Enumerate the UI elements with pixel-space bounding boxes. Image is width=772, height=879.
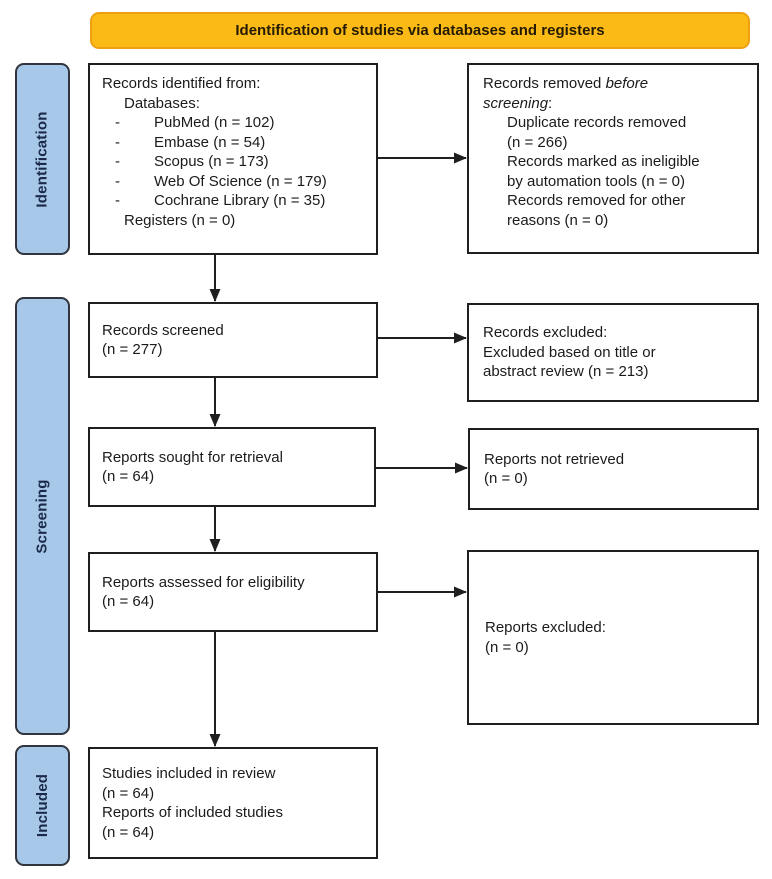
studies-included-count: (n = 64) [102, 784, 155, 802]
bullet-dash: - [115, 172, 120, 190]
phase-label-included: Included [34, 773, 51, 838]
reports-of-included-line: Reports of included studies [102, 804, 283, 821]
phase-label-identification: Identification [34, 110, 52, 208]
records-removed-item-line: by automation tools (n = 0) [507, 172, 686, 190]
box-reports-not-retrieved: Reports not retrieved (n = 0) [468, 428, 759, 510]
list-item-database: - Web Of Science (n = 179) [102, 172, 370, 192]
reports-excluded-line: Reports excluded: [485, 619, 606, 636]
studies-included-line: Studies included in review [102, 765, 276, 782]
reports-not-retrieved-count: (n = 0) [484, 470, 528, 487]
records-removed-item-line: Records removed for other [507, 192, 686, 209]
database-cochrane-library: Cochrane Library (n = 35) [154, 192, 326, 209]
banner-title: Identification of studies via databases … [90, 12, 750, 49]
records-screened-count: (n = 277) [102, 341, 163, 358]
box-studies-included-in-review: Studies included in review (n = 64) Repo… [88, 747, 378, 859]
box-reports-sought-for-retrieval: Reports sought for retrieval (n = 64) [88, 427, 376, 507]
phase-bar-identification: Identification [15, 63, 70, 255]
phase-bar-screening: Screening [15, 297, 70, 735]
box-reports-excluded: Reports excluded: (n = 0) [467, 550, 759, 725]
box-records-screened: Records screened (n = 277) [88, 302, 378, 378]
box-records-excluded: Records excluded: Excluded based on titl… [467, 303, 759, 402]
phase-label-screening: Screening [34, 478, 52, 554]
reports-not-retrieved-line: Reports not retrieved [484, 450, 625, 468]
records-removed-title-line1: Records removed before [483, 75, 649, 92]
phase-bar-included: Included [15, 745, 70, 866]
list-item-database: - Cochrane Library (n = 35) [102, 191, 370, 211]
records-identified-databases-label: Databases: [124, 94, 200, 112]
box-records-identified: Records identified from: Databases: - Pu… [88, 63, 378, 255]
records-removed-item-line: Records marked as ineligible [507, 153, 700, 170]
bullet-dash: - [115, 192, 120, 209]
database-pubmed: PubMed (n = 102) [154, 114, 275, 131]
records-removed-item-line: Duplicate records removed [507, 114, 687, 131]
records-excluded-line: abstract review (n = 213) [483, 363, 649, 381]
database-scopus: Scopus (n = 173) [154, 153, 269, 170]
records-removed-item-line: (n = 266) [507, 133, 568, 151]
records-excluded-line: Excluded based on title or [483, 343, 656, 361]
database-embase: Embase (n = 54) [154, 133, 266, 151]
box-reports-assessed-for-eligibility: Reports assessed for eligibility (n = 64… [88, 552, 378, 632]
bullet-dash: - [115, 153, 120, 170]
records-removed-title-line2: screening: [483, 94, 553, 112]
database-web-of-science: Web Of Science (n = 179) [154, 172, 327, 190]
reports-assessed-count: (n = 64) [102, 593, 155, 610]
reports-sought-count: (n = 64) [102, 468, 155, 485]
records-screened-line: Records screened [102, 321, 224, 339]
reports-of-included-count: (n = 64) [102, 823, 155, 841]
bullet-dash: - [115, 114, 120, 131]
records-identified-registers: Registers (n = 0) [124, 211, 236, 229]
bullet-dash: - [115, 133, 120, 151]
records-identified-intro: Records identified from: [102, 75, 261, 92]
reports-assessed-line: Reports assessed for eligibility [102, 573, 305, 591]
reports-sought-line: Reports sought for retrieval [102, 448, 283, 466]
box-records-removed-before-screening: Records removed before screening: Duplic… [467, 63, 759, 254]
list-item-database: - PubMed (n = 102) [102, 113, 370, 133]
records-excluded-line: Records excluded: [483, 324, 608, 342]
records-removed-item-line: reasons (n = 0) [507, 211, 609, 229]
reports-excluded-count: (n = 0) [485, 638, 529, 656]
list-item-database: - Scopus (n = 173) [102, 152, 370, 172]
list-item-database: - Embase (n = 54) [102, 133, 370, 153]
